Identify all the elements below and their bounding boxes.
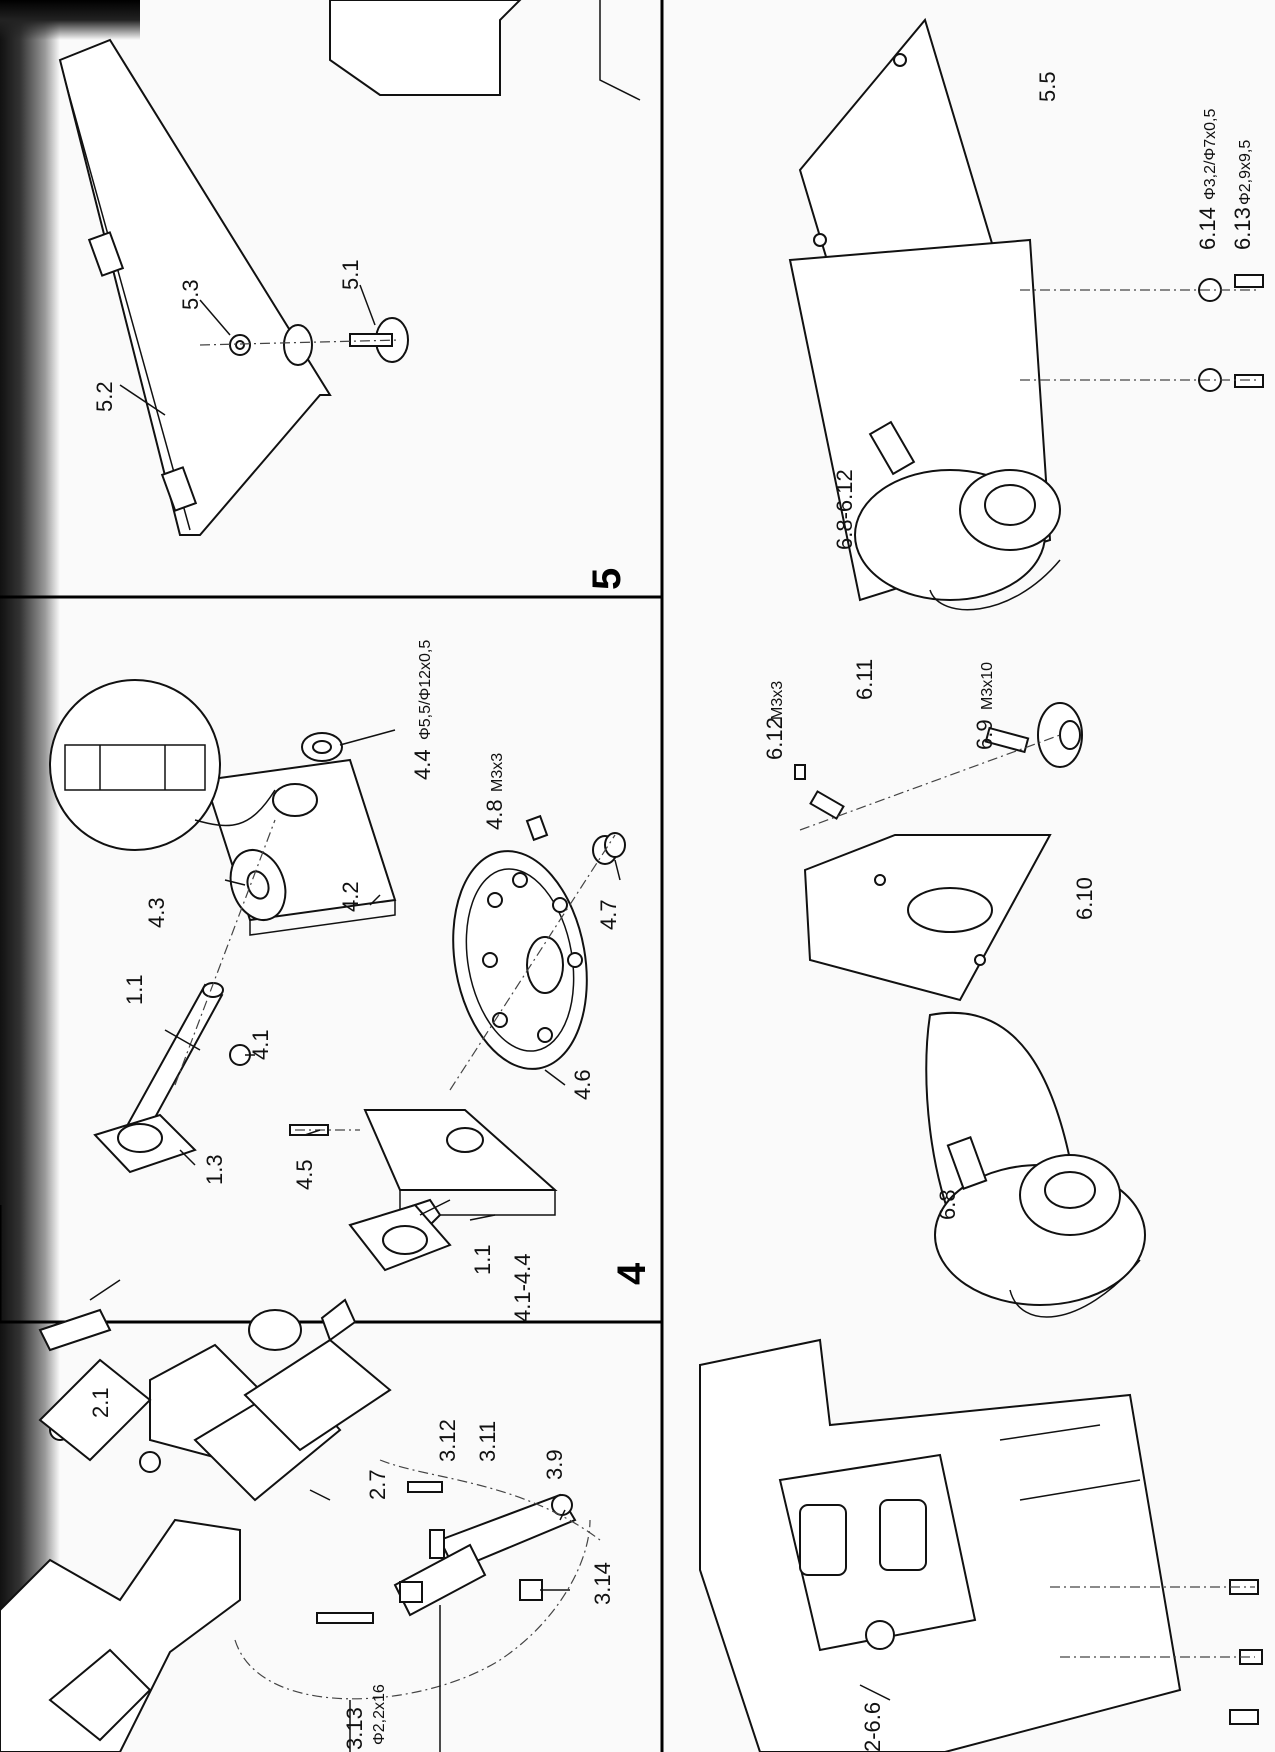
leader-4-3 [224, 879, 246, 886]
mechanism-assembly [0, 1298, 392, 1752]
washer-5-3 [229, 334, 251, 356]
screw-6-12 [794, 764, 845, 820]
motor-6-8 [925, 1011, 1146, 1318]
flange-6-10 [803, 834, 1052, 1002]
label-6-12: 6.12 [762, 717, 787, 760]
label-2-7: 2.7 [365, 1469, 390, 1500]
leader-1-3 [179, 1149, 196, 1166]
label-3-14: 3.14 [590, 1562, 615, 1605]
leader-1-1-lower [419, 1199, 451, 1216]
partial-part-top [329, 0, 522, 96]
label-2-1: 2.1 [88, 1387, 113, 1418]
washer-4-4 [301, 732, 343, 762]
label-6-9-spec: M3x10 [979, 662, 996, 710]
label-4-7: 4.7 [596, 899, 621, 930]
label-4-1: 4.1 [248, 1029, 273, 1060]
label-5-2: 5.2 [92, 381, 117, 412]
block-4-2-lower [363, 1109, 558, 1216]
label-2-6-6: 2-6.6 [860, 1702, 885, 1752]
label-4-8: 4.8 [482, 799, 507, 830]
leader-2-1 [89, 1279, 121, 1301]
leader-5-2 [119, 384, 166, 416]
fastener-5-1 [283, 317, 409, 366]
label-4-4-spec: Φ5,5/Φ12x0,5 [417, 640, 434, 740]
screw-6-13 [1234, 274, 1264, 388]
leader-4-6 [544, 1069, 566, 1086]
label-4-2: 4.2 [338, 881, 363, 912]
leader-5-3 [199, 299, 231, 336]
label-6-9: 6.9 [972, 719, 997, 750]
base-4-1-4-4 [348, 1203, 452, 1272]
block-4-2 [203, 758, 397, 936]
leader-4-2 [369, 894, 381, 906]
path-3-13 [234, 1519, 591, 1700]
leader-2-6-6 [859, 1684, 891, 1701]
leader-1-1 [164, 1029, 201, 1051]
screw-6-9 [984, 726, 1030, 754]
washer-6-14 [1198, 278, 1222, 392]
label-5-5: 5.5 [1035, 71, 1060, 102]
path-3-12 [379, 1459, 601, 1541]
leader-4-7 [614, 859, 621, 881]
label-5-3: 5.3 [178, 279, 203, 310]
label-4-8-spec: M3x3 [489, 753, 506, 792]
screw-4-8 [525, 814, 549, 842]
label-6-13: 6.13 [1230, 207, 1255, 250]
label-3-13: 3.13 [342, 1707, 367, 1750]
pinion-6-11 [1037, 702, 1083, 768]
leader-3-9 [559, 1509, 566, 1521]
label-1-1-upper: 1.1 [122, 974, 147, 1005]
shaft-1-1-upper [120, 982, 224, 1147]
label-6-12-spec: M3x3 [769, 681, 786, 720]
label-1-3: 1.3 [202, 1154, 227, 1185]
label-6-14-spec: Φ3,2/Φ7x0,5 [1202, 109, 1219, 200]
label-3-13-spec: Φ2,2x16 [371, 1684, 388, 1745]
label-4-4: 4.4 [410, 749, 435, 780]
leader-2-7 [309, 1489, 331, 1501]
label-6-8-6-12: 6.8-6.12 [832, 469, 857, 550]
label-5-1: 5.1 [338, 259, 363, 290]
section-number-5: 5 [585, 568, 629, 590]
label-6-13-spec: Φ2,9x9,5 [1237, 140, 1254, 205]
leader-5-1 [359, 284, 376, 326]
partial-edge-top [599, 0, 641, 101]
label-4-3: 4.3 [144, 897, 169, 928]
scan-shadow-top [0, 0, 140, 40]
label-6-14: 6.14 [1195, 207, 1220, 250]
plate-5-2 [58, 38, 332, 536]
leader-4-5 [304, 1129, 321, 1136]
gear-4-6 [452, 850, 588, 1070]
label-6-10: 6.10 [1072, 877, 1097, 920]
base-1-3 [93, 1113, 197, 1174]
label-1-1-lower: 1.1 [470, 1244, 495, 1275]
detail-callout [49, 679, 276, 851]
label-3-9: 3.9 [542, 1449, 567, 1480]
axis-5-1 [199, 339, 401, 346]
screw-3-13 [316, 1612, 374, 1624]
label-6-11: 6.11 [852, 659, 877, 700]
label-6-8: 6.8 [935, 1189, 960, 1220]
label-4-5: 4.5 [292, 1159, 317, 1190]
screws-bottom-right [1229, 1579, 1263, 1725]
label-4-6: 4.6 [570, 1069, 595, 1100]
axis-6-10 [799, 734, 1061, 831]
leader-4-1-4-4 [469, 1214, 496, 1221]
collar-4-7 [592, 832, 626, 865]
label-3-12: 3.12 [435, 1419, 460, 1462]
label-3-11: 3.11 [475, 1421, 500, 1462]
bushing-3-14 [519, 1579, 543, 1601]
bushing-3-14b [399, 1581, 423, 1603]
screw-3-11 [429, 1529, 445, 1559]
axis-4-upper [174, 819, 276, 1086]
leader-4-4 [339, 729, 396, 746]
label-4-1-4-4: 4.1-4.4 [510, 1254, 535, 1323]
housing-2-6-6 [699, 1338, 1182, 1752]
screw-3-12 [407, 1481, 443, 1493]
scan-shadow-left [0, 0, 60, 1752]
section-number-4: 4 [610, 1262, 654, 1285]
motor-6-8-6-12 [788, 238, 1061, 611]
